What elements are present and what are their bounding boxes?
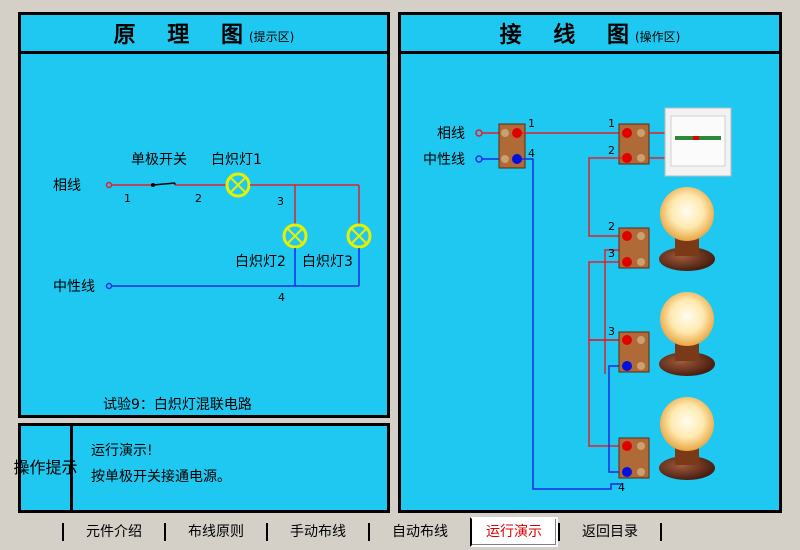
hint-line-2: 按单极开关接通电源。 (91, 469, 231, 485)
schematic-title: 原 理 图 (113, 23, 255, 48)
schematic-lamp3-label: 白炽灯3 (302, 254, 353, 270)
toolbar-auto-wiring-button[interactable]: 自动布线 (368, 523, 470, 541)
terminal-label-4b: 4 (618, 481, 625, 494)
lamp2-bulb (659, 292, 715, 376)
schematic-node-2: 2 (195, 192, 202, 205)
schematic-node-4: 4 (278, 291, 285, 304)
toolbar-back-to-menu-button[interactable]: 返回目录 (558, 523, 660, 541)
hint-label-char: 提 (45, 458, 62, 477)
schematic-node-1: 1 (124, 192, 131, 205)
schematic-panel: 原 理 图 (提示区) (18, 12, 390, 418)
toolbar-divider (660, 523, 662, 541)
terminal-label-1b: 1 (608, 117, 615, 130)
schematic-lamp1-label: 白炽灯1 (211, 152, 262, 168)
toolbar-run-demo-button[interactable]: 运行演示 (470, 517, 558, 547)
wiring-panel: 接 线 图 (操作区) (398, 12, 782, 513)
terminal-label-3b: 3 (608, 325, 615, 338)
lamp3-terminal-block[interactable] (618, 437, 650, 479)
wiring-subtitle: (操作区) (634, 29, 681, 44)
schematic-subtitle: (提示区) (248, 29, 295, 44)
hint-text: 运行演示! 按单极开关接通电源。 (91, 438, 231, 490)
terminal-label-2b: 2 (608, 220, 615, 233)
hint-label: 操 作 提 示 (13, 426, 78, 510)
toolbar-component-intro-button[interactable]: 元件介绍 (62, 523, 164, 541)
switch-terminal-block[interactable] (618, 123, 650, 165)
hint-label-char: 作 (29, 458, 46, 477)
lamp3-symbol (346, 223, 372, 249)
lamp1-bulb (659, 187, 715, 271)
hint-line-1: 运行演示! (91, 443, 153, 459)
schematic-lamp2-label: 白炽灯2 (235, 254, 286, 270)
bottom-toolbar: 元件介绍 布线原则 手动布线 自动布线 运行演示 返回目录 (0, 514, 800, 550)
schematic-caption: 试验9：白炽灯混联电路 (103, 397, 252, 413)
schematic-neutral-label: 中性线 (53, 279, 95, 295)
schematic-node-3: 3 (277, 195, 284, 208)
wiring-neutral-label: 中性线 (423, 152, 465, 168)
single-pole-switch-symbol[interactable] (151, 182, 176, 187)
toolbar-manual-wiring-button[interactable]: 手动布线 (266, 523, 368, 541)
lamp3-bulb (659, 397, 715, 480)
schematic-switch-label: 单极开关 (131, 152, 187, 168)
schematic-phase-label: 相线 (53, 178, 81, 194)
hint-panel: 操 作 提 示 运行演示! 按单极开关接通电源。 (13, 423, 390, 513)
lamp1-symbol (225, 172, 251, 198)
schematic-title-bar: 原 理 图 (提示区) (21, 15, 387, 54)
terminal-label-3a: 3 (608, 247, 615, 260)
lamp1-terminal-block[interactable] (618, 227, 650, 269)
toolbar-wiring-rules-button[interactable]: 布线原则 (164, 523, 266, 541)
wiring-phase-label: 相线 (437, 126, 465, 142)
terminal-label-4a: 4 (528, 147, 535, 160)
lamp2-symbol (282, 223, 308, 249)
terminal-label-1a: 1 (528, 117, 535, 130)
single-pole-switch[interactable] (649, 107, 732, 177)
terminal-label-2a: 2 (608, 144, 615, 157)
hint-label-char: 示 (61, 458, 78, 477)
wiring-diagram[interactable]: 相线 中性线 1 4 1 2 2 3 3 4 (401, 54, 779, 513)
schematic-diagram: 相线 中性线 单极开关 白炽灯1 白炽灯2 白炽灯3 1 2 3 4 试验9：白… (53, 152, 372, 413)
wiring-title-bar: 接 线 图 (操作区) (401, 15, 779, 54)
wiring-title: 接 线 图 (499, 23, 641, 48)
lamp2-terminal-block[interactable] (618, 331, 650, 373)
hint-label-char: 操 (13, 458, 30, 477)
supply-terminal-block[interactable] (498, 123, 526, 169)
